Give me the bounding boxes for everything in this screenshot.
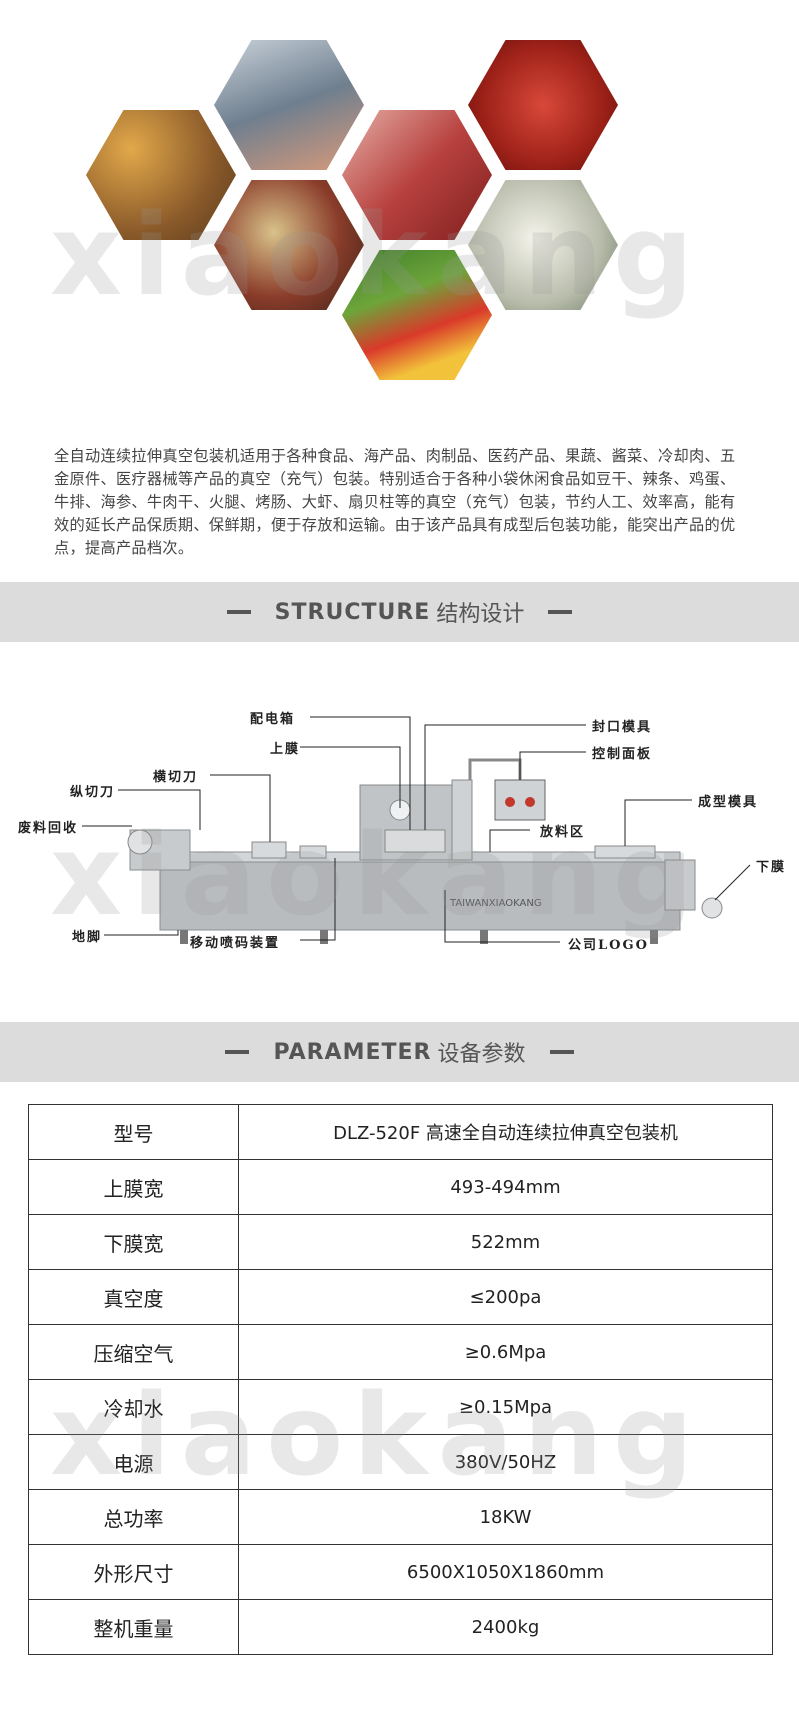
tower-column bbox=[451, 779, 473, 861]
cross-cutter-box bbox=[251, 841, 287, 859]
parameter-title-en: PARAMETER bbox=[273, 1039, 432, 1065]
param-key: 型号 bbox=[28, 1104, 239, 1160]
eggs-image bbox=[468, 180, 618, 310]
param-value: DLZ-520F 高速全自动连续拉伸真空包装机 bbox=[238, 1104, 773, 1160]
parameter-title-zh: 设备参数 bbox=[437, 1042, 526, 1067]
label-control-panel: 控制面板 bbox=[592, 747, 653, 762]
structure-section-bar: STRUCTURE 结构设计 bbox=[0, 582, 799, 642]
intro-paragraph: 全自动连续拉伸真空包装机适用于各种食品、海产品、肉制品、医药产品、果蔬、酱菜、冷… bbox=[54, 447, 736, 558]
param-key: 整机重量 bbox=[28, 1599, 239, 1655]
chili-sauce-image bbox=[468, 40, 618, 170]
table-row: 外形尺寸 6500X1050X1860mm bbox=[28, 1544, 773, 1600]
param-key: 冷却水 bbox=[28, 1379, 239, 1435]
param-value: 380V/50HZ bbox=[238, 1434, 773, 1490]
machine-body bbox=[159, 859, 681, 931]
label-sealing-mold: 封口模具 bbox=[592, 720, 653, 735]
panel-arm bbox=[468, 758, 522, 780]
structure-title-en: STRUCTURE bbox=[274, 599, 431, 625]
dash-left bbox=[226, 610, 251, 614]
nuts-dried-fruit-image bbox=[86, 110, 236, 240]
param-value: 522mm bbox=[238, 1214, 773, 1270]
table-row: 下膜宽 522mm bbox=[28, 1214, 773, 1270]
param-key: 压缩空气 bbox=[28, 1324, 239, 1380]
param-key: 外形尺寸 bbox=[28, 1544, 239, 1600]
bottom-film-roll bbox=[701, 897, 723, 919]
param-value: ≥0.6Mpa bbox=[238, 1324, 773, 1380]
table-row: 整机重量 2400kg bbox=[28, 1599, 773, 1655]
forming-mold-box bbox=[594, 845, 656, 859]
panel-button-red bbox=[505, 797, 515, 807]
label-bottom-film: 下膜 bbox=[756, 860, 787, 875]
foot-4 bbox=[650, 930, 658, 944]
sealing-mold-box bbox=[384, 829, 446, 853]
beans-grains-image bbox=[214, 180, 364, 310]
foot-1 bbox=[180, 930, 188, 944]
foot-2 bbox=[320, 930, 328, 944]
control-panel-box bbox=[494, 779, 546, 821]
table-row: 电源 380V/50HZ bbox=[28, 1434, 773, 1490]
param-value: ≥0.15Mpa bbox=[238, 1379, 773, 1435]
foot-3 bbox=[480, 930, 488, 944]
param-key: 下膜宽 bbox=[28, 1214, 239, 1270]
label-discharge-area: 放料区 bbox=[540, 825, 586, 840]
table-row: 冷却水 ≥0.15Mpa bbox=[28, 1379, 773, 1435]
label-top-film: 上膜 bbox=[270, 742, 301, 757]
table-row: 总功率 18KW bbox=[28, 1489, 773, 1545]
meat-image bbox=[342, 110, 492, 240]
param-key: 电源 bbox=[28, 1434, 239, 1490]
label-forming-mold: 成型模具 bbox=[698, 795, 759, 810]
param-key: 真空度 bbox=[28, 1269, 239, 1325]
param-value: 6500X1050X1860mm bbox=[238, 1544, 773, 1600]
panel-button-red-2 bbox=[525, 797, 535, 807]
machine-diagram: TAIWANXIAOKANG bbox=[82, 716, 751, 944]
label-waste-recovery: 废料回收 bbox=[18, 821, 79, 836]
printer-box bbox=[299, 845, 327, 859]
label-feet: 地脚 bbox=[72, 930, 103, 945]
vegetables-image bbox=[342, 250, 492, 380]
waste-roller bbox=[127, 829, 153, 855]
seafood-image bbox=[214, 40, 364, 170]
dash-right bbox=[549, 1050, 574, 1054]
label-cross-cutter: 横切刀 bbox=[153, 770, 199, 785]
param-value: 2400kg bbox=[238, 1599, 773, 1655]
table-row: 真空度 ≤200pa bbox=[28, 1269, 773, 1325]
table-row: 压缩空气 ≥0.6Mpa bbox=[28, 1324, 773, 1380]
label-distribution-box: 配电箱 bbox=[250, 712, 296, 727]
param-key: 总功率 bbox=[28, 1489, 239, 1545]
right-end-unit bbox=[664, 859, 696, 911]
parameter-table: 型号 DLZ-520F 高速全自动连续拉伸真空包装机 上膜宽 493-494mm… bbox=[28, 1104, 773, 1655]
dash-right bbox=[548, 610, 573, 614]
structure-title-zh: 结构设计 bbox=[436, 602, 525, 627]
param-value: 18KW bbox=[238, 1489, 773, 1545]
label-company-logo: 公司LOGO bbox=[568, 938, 649, 953]
param-key: 上膜宽 bbox=[28, 1159, 239, 1215]
table-row: 上膜宽 493-494mm bbox=[28, 1159, 773, 1215]
table-row: 型号 DLZ-520F 高速全自动连续拉伸真空包装机 bbox=[28, 1104, 773, 1160]
machine-logo-text: TAIWANXIAOKANG bbox=[449, 898, 542, 909]
parameter-section-bar: PARAMETER 设备参数 bbox=[0, 1022, 799, 1082]
leader-lines bbox=[82, 716, 751, 943]
dash-left bbox=[225, 1050, 250, 1054]
label-longitudinal-cutter: 纵切刀 bbox=[70, 785, 116, 800]
label-inkjet-coder: 移动喷码装置 bbox=[190, 936, 281, 951]
param-value: ≤200pa bbox=[238, 1269, 773, 1325]
param-value: 493-494mm bbox=[238, 1159, 773, 1215]
